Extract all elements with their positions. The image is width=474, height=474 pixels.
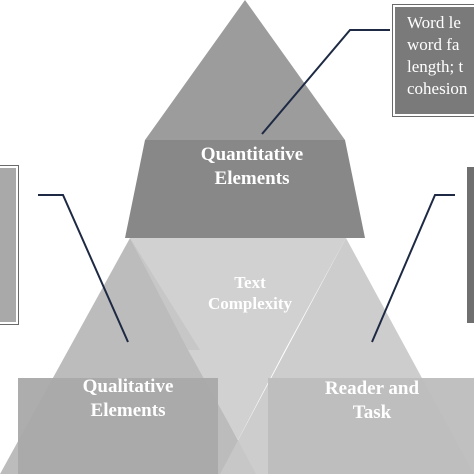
text-complexity-region — [130, 238, 346, 440]
reader-and-task-label: Reader and Task — [272, 377, 472, 425]
qualitative-block — [18, 378, 218, 474]
quantitative-block — [125, 140, 365, 238]
quantitative-callout-box: Word le word fa length; t cohesion — [392, 4, 474, 117]
callout-line-3: length; t — [407, 57, 464, 77]
callout-line-4: cohesion — [407, 79, 468, 99]
callout-line-1: Word le — [407, 13, 461, 32]
quantitative-apex-triangle — [145, 0, 345, 140]
qualitative-elements-label: Qualitative Elements — [28, 375, 228, 423]
callout-line-2: word fa — [407, 35, 460, 55]
left-overlap-shade — [130, 238, 200, 350]
quantitative-line-2: Elements — [214, 167, 290, 189]
quantitative-line-1: Quantitative — [200, 144, 304, 165]
reader-task-block — [268, 378, 474, 474]
reader-task-line-1: Reader and — [324, 378, 420, 399]
connector-line-top — [261, 29, 390, 135]
reader-task-line-2: Task — [352, 401, 392, 423]
connector-line-right — [371, 194, 455, 343]
qualitative-line-2: Elements — [90, 399, 166, 421]
complexity-line-1: Text — [234, 273, 266, 292]
qualitative-line-1: Qualitative — [82, 376, 174, 397]
left-callout-box — [0, 165, 19, 325]
quantitative-elements-label: Quantitative Elements — [152, 143, 352, 191]
right-callout-box — [466, 166, 474, 324]
complexity-line-2: Complexity — [207, 294, 293, 314]
connector-line-left — [38, 194, 129, 343]
text-complexity-label: Text Complexity — [150, 272, 350, 315]
